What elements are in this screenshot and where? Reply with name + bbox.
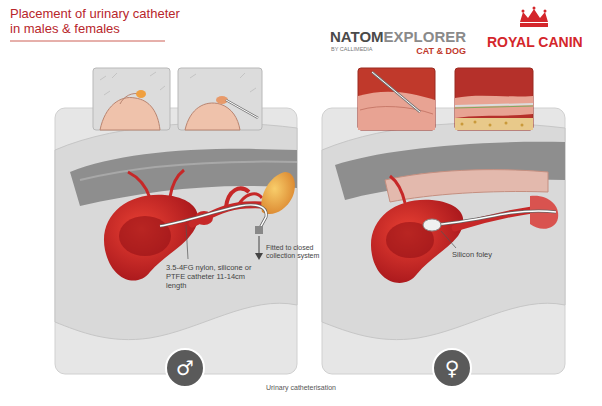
royal-canin-crown (544, 10, 547, 13)
male-panel (170, 170, 184, 197)
brand-logo: ROYAL CANIN (487, 34, 583, 51)
female-insets (358, 92, 435, 130)
female-insets (489, 124, 492, 127)
male-insets (100, 72, 165, 95)
male-panel (55, 123, 297, 340)
title-rule (10, 41, 165, 42)
male-insets (185, 103, 240, 130)
female-insets (455, 68, 533, 130)
female-insets (505, 122, 508, 125)
male-panel (160, 205, 266, 228)
male-panel (261, 172, 295, 214)
diagram-caption: Urinary catheterisation (231, 384, 371, 392)
royal-canin-crown (522, 10, 525, 13)
male-panel (119, 216, 171, 256)
logo-text: CAT & DOG (416, 46, 466, 57)
logo-text: EXPLORER (384, 28, 467, 46)
title-rule (10, 41, 165, 42)
male-panel (160, 205, 266, 228)
male-insets (178, 68, 262, 130)
female-insets (360, 107, 433, 114)
callout-label: Fitted to closed collection system (266, 244, 324, 261)
male-insets (93, 68, 262, 130)
male-insets (226, 100, 258, 118)
royal-canin-crown (520, 23, 548, 27)
female-panel (425, 211, 556, 225)
symbol-circle: ♂ (165, 348, 205, 388)
callout-label: Silicon foley (452, 250, 492, 259)
female-panel (322, 108, 565, 374)
male-insets (100, 98, 160, 130)
royal-canin-crown (533, 7, 536, 10)
male-panel (128, 172, 150, 198)
female-insets (521, 124, 524, 127)
male-insets (226, 100, 258, 118)
sex-symbol: ♀ (432, 348, 472, 388)
female-panel (441, 231, 456, 248)
male-panel (255, 226, 263, 234)
female-insets (372, 72, 420, 112)
male-panel (55, 108, 297, 374)
female-insets (455, 96, 533, 118)
female-panel (322, 108, 565, 374)
callout-label: 3.5-4FG nylon, silicone or PTFE catheter… (166, 263, 254, 290)
female-insets (372, 72, 420, 112)
female-insets (461, 123, 464, 126)
circle-shape (166, 349, 204, 387)
male-insets (136, 90, 146, 98)
male-panel (55, 108, 297, 374)
royal-canin-crown (520, 9, 548, 22)
female-panel (322, 123, 565, 340)
female-panel (425, 211, 556, 225)
female-insets (474, 121, 477, 124)
male-insets (190, 73, 256, 92)
male-insets (93, 68, 170, 130)
sex-symbol: ♂ (165, 348, 205, 388)
male-panel (255, 253, 263, 260)
female-panel (423, 219, 441, 231)
female-insets (455, 118, 533, 130)
male-panel (259, 236, 260, 254)
royal-canin-crown (520, 7, 548, 28)
symbol-circle: ♀ (432, 348, 472, 388)
female-panel (371, 200, 463, 283)
logo-byline: BY CALLIMEDIA (331, 46, 372, 53)
male-panel (186, 225, 188, 259)
female-insets (358, 68, 533, 130)
male-panel (80, 162, 297, 180)
female-insets (455, 104, 533, 106)
logo-text: NATOM (330, 28, 384, 46)
diagram-title: Placement of urinary catheter in males &… (10, 6, 188, 36)
circle-shape (433, 349, 471, 387)
female-insets (455, 106, 533, 108)
female-insets (358, 68, 435, 130)
female-panel (385, 170, 548, 202)
female-panel (390, 176, 405, 203)
